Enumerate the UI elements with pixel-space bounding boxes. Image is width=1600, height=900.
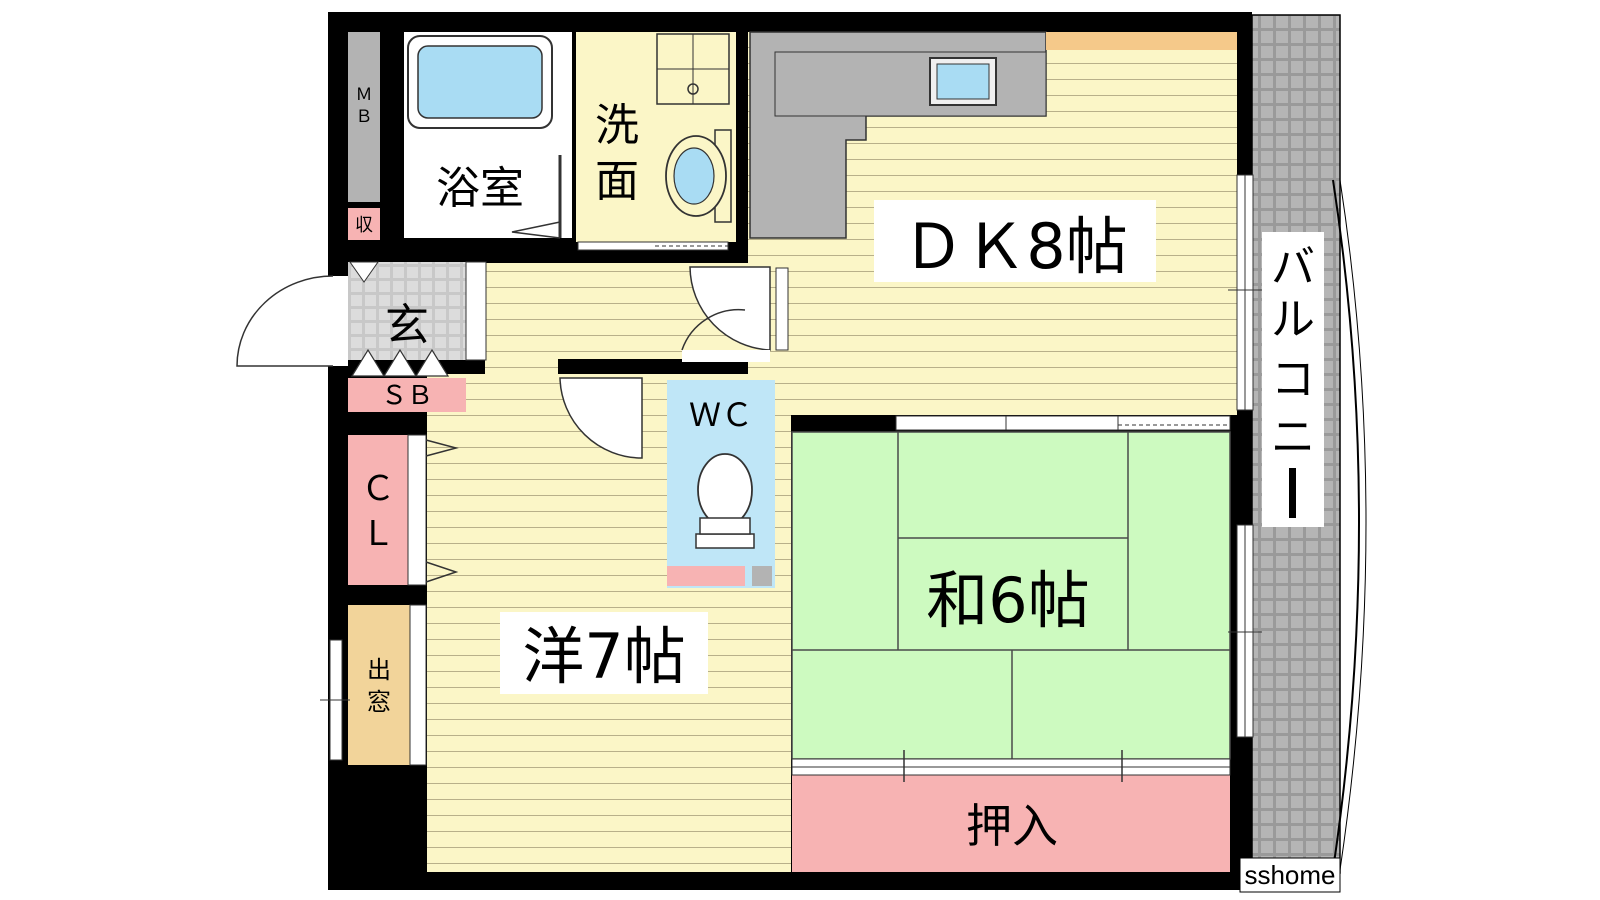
corridor-opening xyxy=(465,261,487,361)
western-room-floor-top xyxy=(485,359,558,379)
svg-text:ル: ル xyxy=(1271,294,1315,345)
western-room-label: 洋7帖 xyxy=(522,620,685,693)
bay-window-label-top: 出 xyxy=(367,656,391,684)
washer-pan-icon xyxy=(656,33,730,105)
japanese-room-label: 和6帖 xyxy=(926,564,1089,637)
closet-label-bottom: Ｌ xyxy=(361,514,395,554)
sink-icon xyxy=(665,129,732,223)
closet-label-top: Ｃ xyxy=(361,469,395,509)
meter-box-label-bottom: Ｂ xyxy=(356,107,373,127)
door-swing-icon xyxy=(511,221,561,239)
door-swing-icon xyxy=(236,275,348,367)
washroom-label-bottom: 面 xyxy=(595,156,639,207)
oshiire-label: 押入 xyxy=(966,799,1058,853)
bay-window-label-bottom: 窓 xyxy=(367,688,391,716)
toilet-icon xyxy=(695,453,755,549)
dk-label: ＤＫ8帖 xyxy=(902,210,1127,283)
oshiire xyxy=(792,775,1230,872)
entrance-label: 玄 xyxy=(385,300,429,351)
balcony-label: バ ル コ ニ xyxy=(1271,242,1315,518)
kitchen-sink-icon xyxy=(929,57,997,106)
svg-text:ニ: ニ xyxy=(1271,412,1315,463)
shoe-box-label: ＳＢ xyxy=(381,381,433,411)
door-swing-icon xyxy=(682,350,770,362)
shoe-box-doors xyxy=(350,348,450,377)
stove-area xyxy=(1046,32,1237,50)
bath-label: 浴室 xyxy=(436,163,524,214)
svg-text:バ: バ xyxy=(1271,242,1315,293)
watermark: sshome xyxy=(1244,860,1335,890)
closet xyxy=(348,435,408,585)
wc-label: ＷＣ xyxy=(689,396,753,434)
entrance xyxy=(348,262,466,360)
oshiire-sliding-doors xyxy=(791,750,1231,782)
entrance-arrow xyxy=(349,261,379,283)
sliding-doors-dk-tatami xyxy=(895,415,1231,431)
svg-text:コ: コ xyxy=(1271,354,1315,405)
meter-box-label-top: Ｍ xyxy=(356,85,373,105)
door-swing-icon xyxy=(559,377,643,459)
door-swing-icon xyxy=(425,561,459,583)
tatami-room xyxy=(791,431,1231,760)
storage xyxy=(348,208,380,240)
door-swing-icon xyxy=(425,439,459,457)
kitchen-counter-inner xyxy=(774,51,1047,117)
door-swing-icon xyxy=(681,308,746,351)
bay-window xyxy=(348,605,410,765)
door-swing-icon xyxy=(689,266,771,351)
shoe-box xyxy=(348,378,466,412)
washroom-label-top: 洗 xyxy=(595,100,639,151)
window-icon xyxy=(409,604,427,766)
meter-box xyxy=(348,32,380,202)
storage-label: 収 xyxy=(355,215,373,236)
bathtub-icon xyxy=(407,35,553,129)
window-icon xyxy=(1228,174,1262,738)
balcony xyxy=(1251,14,1367,874)
